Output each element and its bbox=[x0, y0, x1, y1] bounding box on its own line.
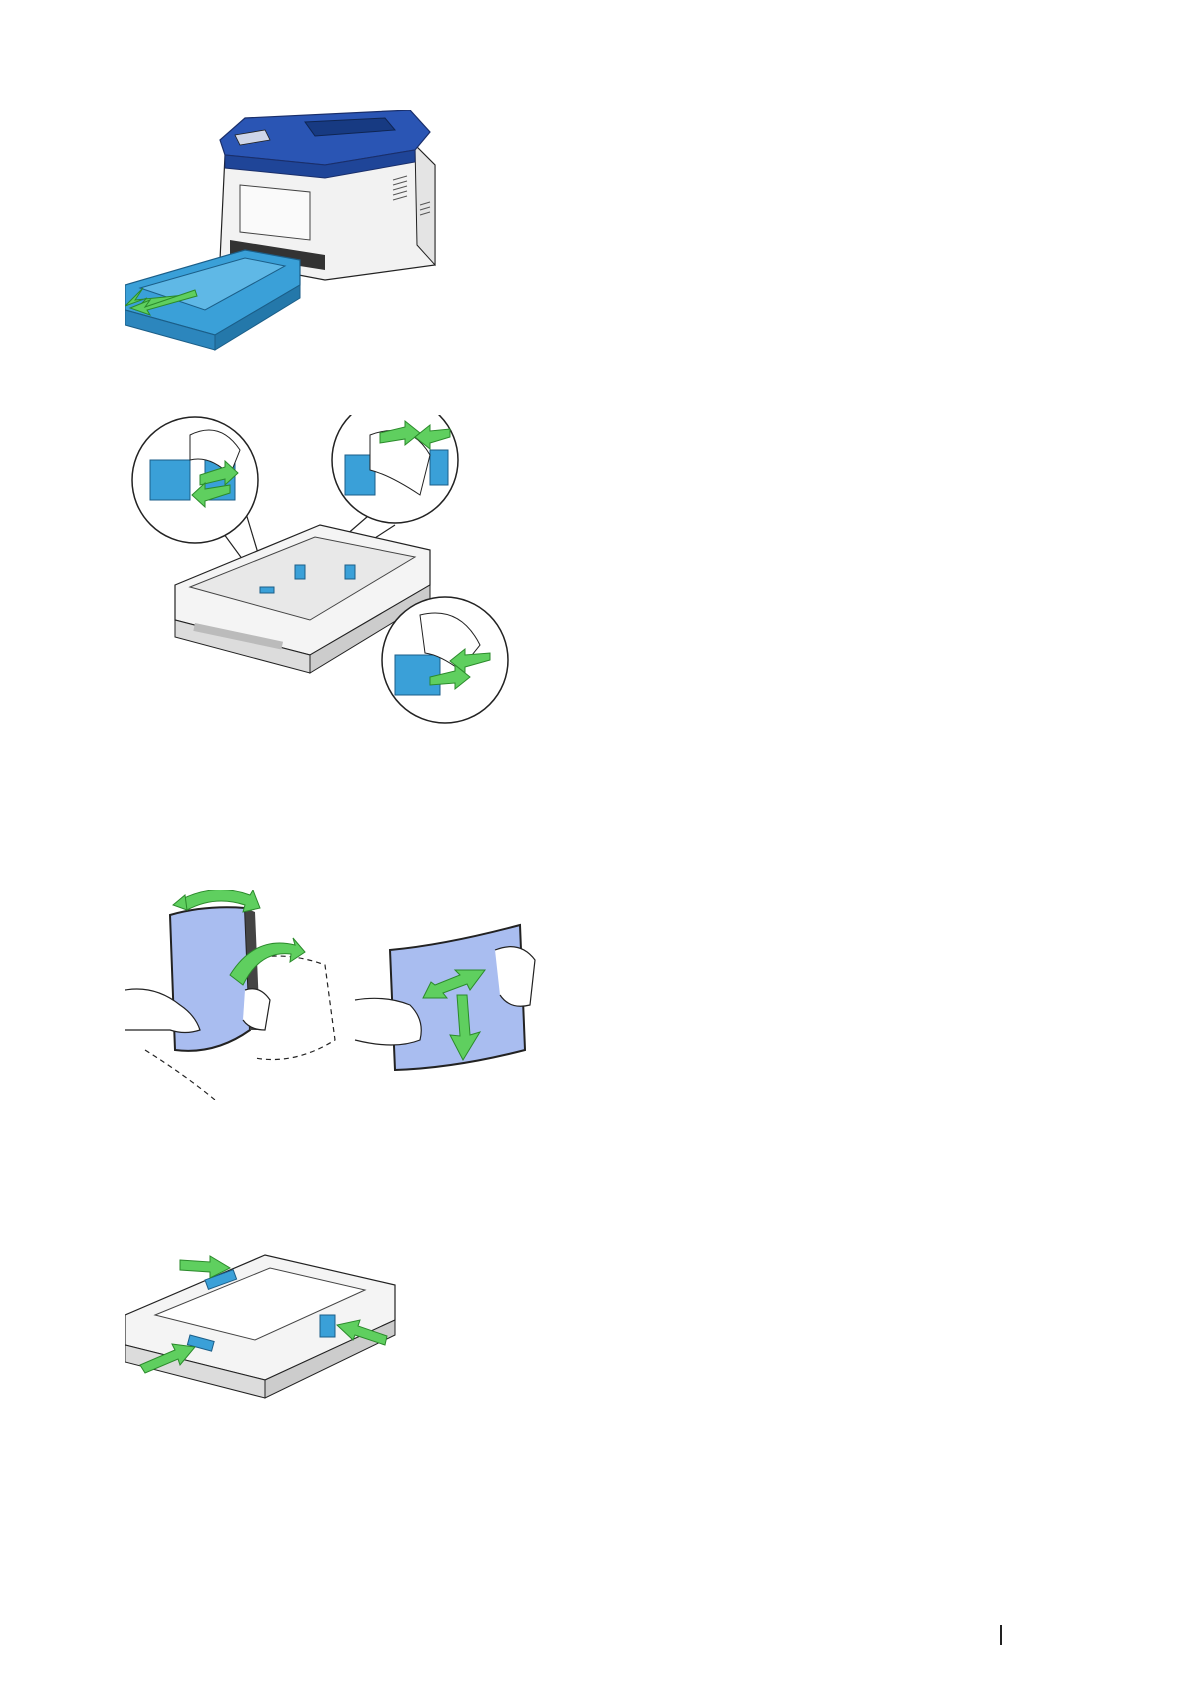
hands-fanning-paper-icon bbox=[125, 890, 585, 1100]
tray-loaded-illustration bbox=[125, 1240, 435, 1400]
paper-tray-loaded-icon bbox=[125, 1240, 435, 1400]
tray-guides-adjust-illustration bbox=[130, 415, 560, 765]
fan-paper-illustration bbox=[125, 890, 585, 1100]
printer-icon bbox=[125, 110, 475, 360]
paper-tray-guides-icon bbox=[130, 415, 560, 765]
page-number-divider bbox=[1000, 1625, 1002, 1645]
printer-tray-pull-illustration bbox=[125, 110, 475, 360]
